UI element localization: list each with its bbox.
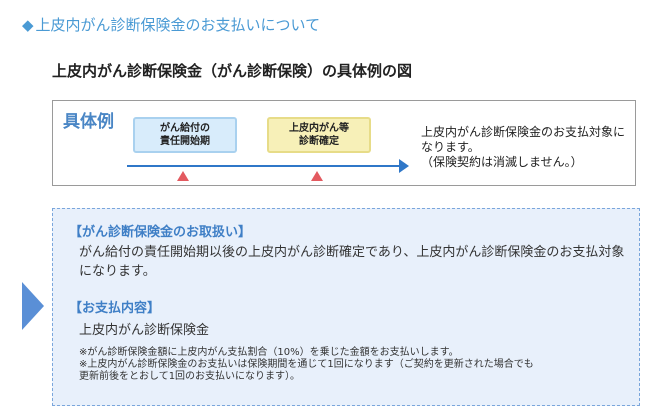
- payment-notes: ※がん診断保険金額に上皮内がん支払割合（10%）を乗じた金額をお支払いします。 …: [79, 347, 635, 383]
- example-diagram: 具体例 がん給付の 責任開始期 上皮内がん等 診断確定 上皮内がん診断保険金のお…: [52, 100, 636, 186]
- payment-note-line: 上皮内がん診断保険金のお支払対象に: [421, 125, 626, 139]
- stage-coverage-start: がん給付の 責任開始期: [133, 117, 237, 153]
- stage-diagnosis-line-2: 診断確定: [299, 136, 339, 147]
- payment-text: 上皮内がん診断保険金: [79, 323, 210, 338]
- detail-panel: 【がん診断保険金のお取扱い】 がん給付の責任開始期以後の上皮内がん診断確定であり…: [52, 208, 640, 406]
- right-arrow-icon: [22, 282, 44, 330]
- page-heading: ◆上皮内がん診断保険金のお支払いについて: [22, 14, 320, 35]
- page-heading-text: 上皮内がん診断保険金のお支払いについて: [35, 16, 321, 34]
- stage-diagnosis-confirmed: 上皮内がん等 診断確定: [267, 117, 371, 153]
- marker-triangle-icon: [311, 171, 323, 181]
- example-subheading: 上皮内がん診断保険金（がん診断保険）の具体例の図: [52, 62, 413, 80]
- handling-text: がん給付の責任開始期以後の上皮内がん診断確定であり、上皮内がん診断保険金のお支払…: [79, 245, 625, 279]
- payment-note: 上皮内がん診断保険金のお支払対象に なります。 （保険契約は消滅しません。）: [421, 125, 631, 170]
- stage-diagnosis-line-1: 上皮内がん等: [289, 123, 349, 134]
- timeline-arrow-head-icon: [399, 159, 409, 173]
- marker-triangle-icon: [177, 171, 189, 181]
- stage-coverage-start-line-2: 責任開始期: [160, 136, 210, 147]
- example-label: 具体例: [63, 112, 114, 132]
- handling-title: 【がん診断保険金のお取扱い】: [69, 225, 252, 240]
- timeline-line: [127, 165, 403, 167]
- payment-title: 【お支払内容】: [69, 301, 161, 316]
- diamond-bullet-icon: ◆: [22, 16, 34, 34]
- note-line: ※がん診断保険金額に上皮内がん支払割合（10%）を乗じた金額をお支払いします。: [79, 347, 459, 358]
- note-line: 更新前後をとおして1回のお支払いになります）。: [79, 371, 301, 382]
- payment-note-line: なります。: [421, 140, 480, 154]
- payment-note-line: （保険契約は消滅しません。）: [421, 155, 583, 169]
- stage-coverage-start-line-1: がん給付の: [160, 123, 210, 134]
- note-line: ※上皮内がん診断保険金のお支払いは保険期間を通じて1回になります（ご契約を更新さ…: [79, 359, 534, 370]
